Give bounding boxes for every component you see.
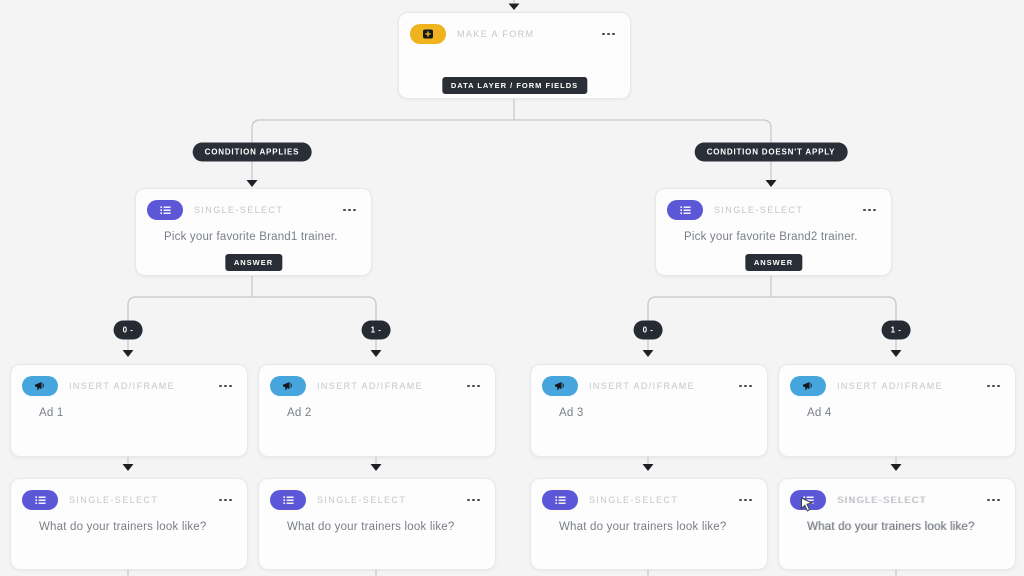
more-options-icon[interactable]	[341, 205, 358, 216]
node-insert-ad-4[interactable]: INSERT AD/IFRAME Ad 4	[778, 364, 1016, 457]
more-options-icon[interactable]	[217, 495, 234, 506]
node-body-text: Ad 2	[287, 407, 312, 419]
node-header: INSERT AD/IFRAME	[779, 365, 1015, 396]
node-type-label: SINGLE-SELECT	[837, 495, 927, 505]
node-body-text: What do your trainers look like?	[807, 521, 975, 533]
list-icon	[667, 200, 703, 220]
edge-label-answer-0[interactable]: 0 -	[633, 320, 663, 340]
node-type-label: SINGLE-SELECT	[589, 495, 679, 505]
node-header: SINGLE-SELECT	[656, 189, 891, 220]
node-body-text: What do your trainers look like?	[39, 521, 207, 533]
more-options-icon[interactable]	[217, 381, 234, 392]
node-single-select-brand2[interactable]: SINGLE-SELECT Pick your favorite Brand2 …	[655, 188, 892, 276]
list-icon	[22, 490, 58, 510]
more-options-icon[interactable]	[465, 381, 482, 392]
node-type-label: SINGLE-SELECT	[194, 205, 284, 215]
node-insert-ad-3[interactable]: INSERT AD/IFRAME Ad 3	[530, 364, 768, 457]
node-header: SINGLE-SELECT	[136, 189, 371, 220]
edge-label-answer-0[interactable]: 0 -	[113, 320, 143, 340]
node-type-label: MAKE A FORM	[457, 29, 535, 39]
node-body-text: Ad 4	[807, 407, 832, 419]
node-type-label: INSERT AD/IFRAME	[317, 381, 424, 391]
node-type-label: SINGLE-SELECT	[714, 205, 804, 215]
more-options-icon[interactable]	[465, 495, 482, 506]
node-type-label: INSERT AD/IFRAME	[69, 381, 176, 391]
more-options-icon[interactable]	[600, 29, 617, 40]
node-type-label: SINGLE-SELECT	[317, 495, 407, 505]
node-question-4[interactable]: SINGLE-SELECT What do your trainers look…	[778, 478, 1016, 570]
output-badge-data-layer[interactable]: DATA LAYER / FORM FIELDS	[441, 77, 588, 94]
megaphone-icon	[22, 376, 58, 396]
node-insert-ad-1[interactable]: INSERT AD/IFRAME Ad 1	[10, 364, 248, 457]
node-header: INSERT AD/IFRAME	[259, 365, 495, 396]
node-header: INSERT AD/IFRAME	[11, 365, 247, 396]
more-options-icon[interactable]	[985, 381, 1002, 392]
node-body-text: Ad 3	[559, 407, 584, 419]
node-single-select-brand1[interactable]: SINGLE-SELECT Pick your favorite Brand1 …	[135, 188, 372, 276]
node-body-text: What do your trainers look like?	[287, 521, 455, 533]
edge-label-condition-applies[interactable]: CONDITION APPLIES	[192, 142, 312, 162]
more-options-icon[interactable]	[861, 205, 878, 216]
node-header: MAKE A FORM	[399, 13, 630, 44]
node-body-text: Pick your favorite Brand2 trainer.	[684, 231, 858, 243]
node-question-3[interactable]: SINGLE-SELECT What do your trainers look…	[530, 478, 768, 570]
more-options-icon[interactable]	[985, 495, 1002, 506]
node-header: SINGLE-SELECT	[259, 479, 495, 510]
node-body-text: Ad 1	[39, 407, 64, 419]
form-plus-icon	[410, 24, 446, 44]
node-make-a-form[interactable]: MAKE A FORM DATA LAYER / FORM FIELDS	[398, 12, 631, 99]
edge-label-answer-1[interactable]: 1 -	[881, 320, 911, 340]
node-type-label: INSERT AD/IFRAME	[837, 381, 944, 391]
node-header: INSERT AD/IFRAME	[531, 365, 767, 396]
node-header: SINGLE-SELECT	[531, 479, 767, 510]
node-question-1[interactable]: SINGLE-SELECT What do your trainers look…	[10, 478, 248, 570]
node-body-text: What do your trainers look like?	[559, 521, 727, 533]
node-header: SINGLE-SELECT	[11, 479, 247, 510]
edge-label-condition-doesnt-apply[interactable]: CONDITION DOESN'T APPLY	[694, 142, 848, 162]
node-insert-ad-2[interactable]: INSERT AD/IFRAME Ad 2	[258, 364, 496, 457]
node-header: SINGLE-SELECT	[779, 479, 1015, 510]
list-icon	[147, 200, 183, 220]
node-type-label: SINGLE-SELECT	[69, 495, 159, 505]
output-badge-answer[interactable]: ANSWER	[224, 254, 283, 271]
list-icon	[270, 490, 306, 510]
output-badge-answer[interactable]: ANSWER	[744, 254, 803, 271]
more-options-icon[interactable]	[737, 495, 754, 506]
list-icon	[790, 490, 826, 510]
list-icon	[542, 490, 578, 510]
megaphone-icon	[542, 376, 578, 396]
more-options-icon[interactable]	[737, 381, 754, 392]
edge-label-answer-1[interactable]: 1 -	[361, 320, 391, 340]
megaphone-icon	[270, 376, 306, 396]
megaphone-icon	[790, 376, 826, 396]
node-body-text: Pick your favorite Brand1 trainer.	[164, 231, 338, 243]
node-question-2[interactable]: SINGLE-SELECT What do your trainers look…	[258, 478, 496, 570]
node-type-label: INSERT AD/IFRAME	[589, 381, 696, 391]
